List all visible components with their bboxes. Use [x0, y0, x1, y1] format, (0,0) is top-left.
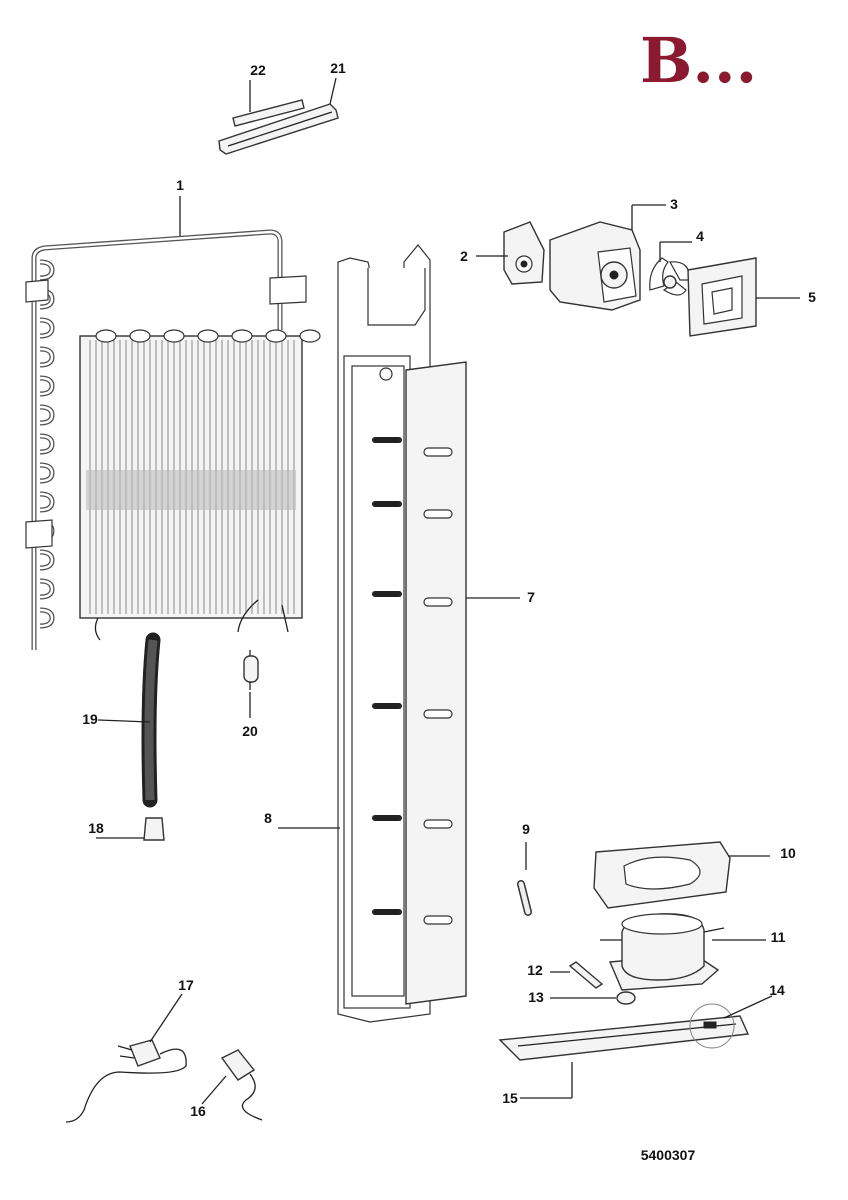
- part-pin: [517, 880, 532, 916]
- callout-9: 9: [522, 821, 530, 837]
- callout-5: 5: [808, 289, 816, 305]
- part-compressor: [600, 913, 725, 991]
- callout-10: 10: [780, 845, 796, 861]
- callout-22: 22: [250, 62, 266, 78]
- callout-12: 12: [527, 962, 543, 978]
- callout-13: 13: [528, 989, 544, 1005]
- part-clip: [568, 961, 604, 989]
- callout-3: 3: [670, 196, 678, 212]
- part-hose-cap: [143, 817, 165, 841]
- callout-17: 17: [178, 977, 194, 993]
- part-condenser: [25, 229, 321, 650]
- brand-logo: B...: [640, 24, 757, 97]
- part-fan-housing: [549, 221, 641, 311]
- callout-20: 20: [242, 723, 258, 739]
- leader-lines: [96, 77, 800, 1105]
- callout-8: 8: [264, 810, 272, 826]
- callout-labels: 22 21 1 2 3 4 5 7 8 9 10 11 12 13 14 15 …: [82, 60, 816, 1119]
- callout-21: 21: [330, 60, 346, 76]
- part-base-plate: [498, 1003, 750, 1061]
- part-power-cord: [65, 1039, 187, 1123]
- part-fan-blade: [649, 257, 691, 296]
- part-capacitor: [220, 1049, 263, 1121]
- part-evaporator-panel: [337, 244, 467, 1023]
- part-drip-tray: [593, 841, 731, 909]
- part-grommet: [616, 991, 636, 1005]
- callout-7: 7: [527, 589, 535, 605]
- callout-16: 16: [190, 1103, 206, 1119]
- callout-2: 2: [460, 248, 468, 264]
- callout-18: 18: [88, 820, 104, 836]
- callout-15: 15: [502, 1090, 518, 1106]
- callout-14: 14: [769, 982, 785, 998]
- part-dryer-filter: [243, 650, 259, 690]
- callout-19: 19: [82, 711, 98, 727]
- part-drain-hose: [141, 632, 161, 808]
- callout-4: 4: [696, 228, 704, 244]
- diagram-code: 5400307: [641, 1147, 696, 1163]
- callout-11: 11: [771, 929, 786, 945]
- callout-1: 1: [176, 177, 184, 193]
- part-thermostat: [503, 221, 545, 285]
- part-hinge-strips: [218, 99, 339, 155]
- part-fan-cover: [687, 257, 757, 337]
